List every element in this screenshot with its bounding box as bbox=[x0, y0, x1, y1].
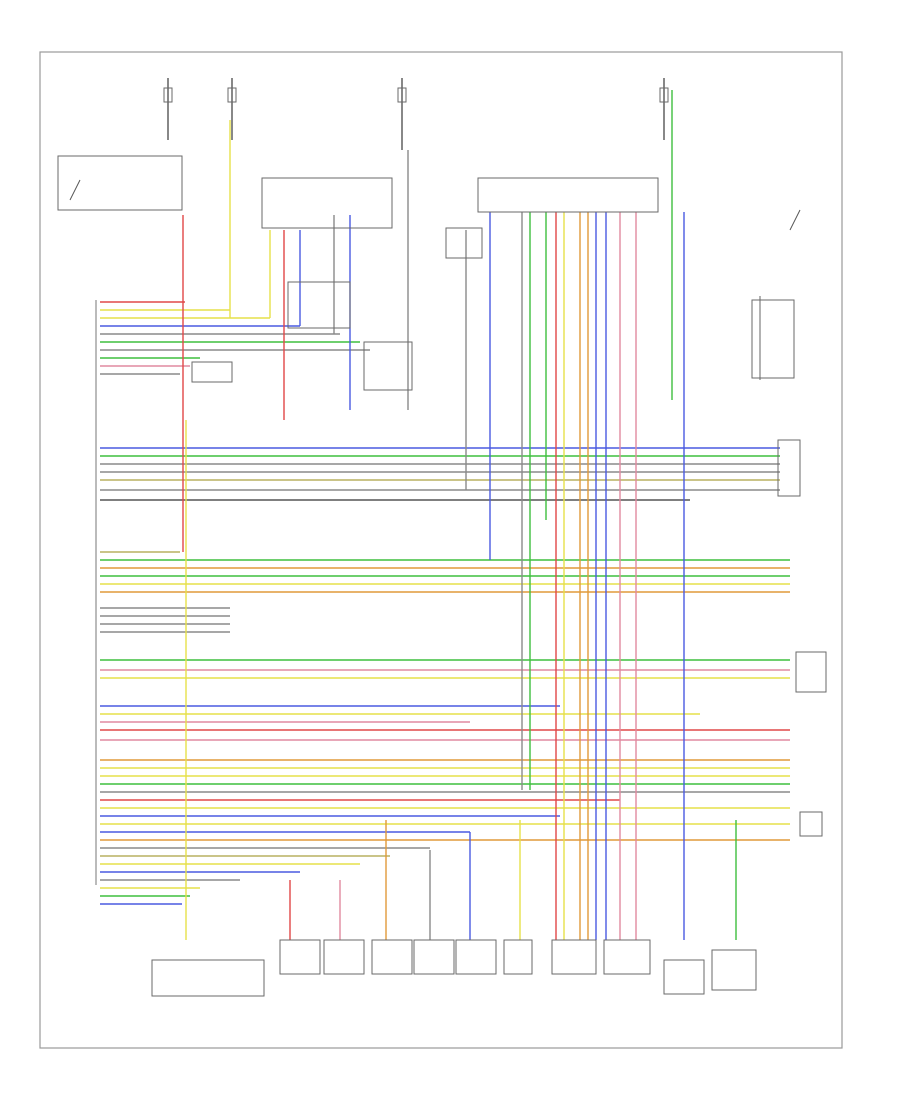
brake-pedal-switch-box bbox=[363, 341, 413, 391]
bottom-component-6 bbox=[455, 939, 497, 975]
right-sensor-3 bbox=[795, 651, 827, 693]
fuse-symbol-3 bbox=[397, 87, 407, 103]
bottom-component-1 bbox=[151, 959, 265, 997]
top-junction-box bbox=[477, 177, 659, 213]
brake-switch-box bbox=[445, 227, 483, 259]
bottom-component-4 bbox=[371, 939, 413, 975]
data-link-connector-box bbox=[261, 177, 393, 229]
bottom-component-3 bbox=[323, 939, 365, 975]
diagram-frame bbox=[39, 51, 843, 1049]
right-sensor-1 bbox=[751, 299, 795, 379]
bottom-components bbox=[151, 939, 757, 997]
bottom-component-5 bbox=[413, 939, 455, 975]
bottom-component-9 bbox=[603, 939, 651, 975]
bottom-component-10 bbox=[663, 959, 705, 995]
bottom-component-11 bbox=[711, 949, 757, 991]
ignition-switch-contact bbox=[69, 179, 81, 201]
harness-wires bbox=[100, 301, 790, 905]
pcm-relay-box bbox=[287, 281, 351, 329]
fuse-symbol-1 bbox=[163, 87, 173, 103]
ignition-switch-box bbox=[57, 155, 183, 211]
bottom-component-8 bbox=[551, 939, 597, 975]
fuse-supply-group bbox=[163, 78, 669, 150]
bottom-component-2 bbox=[279, 939, 321, 975]
vertical-wires bbox=[182, 90, 737, 940]
shift-lock-solenoid-box bbox=[191, 361, 233, 383]
right-components bbox=[751, 209, 827, 837]
right-switch-contact bbox=[789, 209, 801, 231]
bottom-component-7 bbox=[503, 939, 533, 975]
fuse-symbol-2 bbox=[227, 87, 237, 103]
fuse-symbol-4 bbox=[659, 87, 669, 103]
top-connector-block bbox=[261, 177, 659, 259]
right-sensor-2 bbox=[777, 439, 801, 497]
right-sensor-4 bbox=[799, 811, 823, 837]
